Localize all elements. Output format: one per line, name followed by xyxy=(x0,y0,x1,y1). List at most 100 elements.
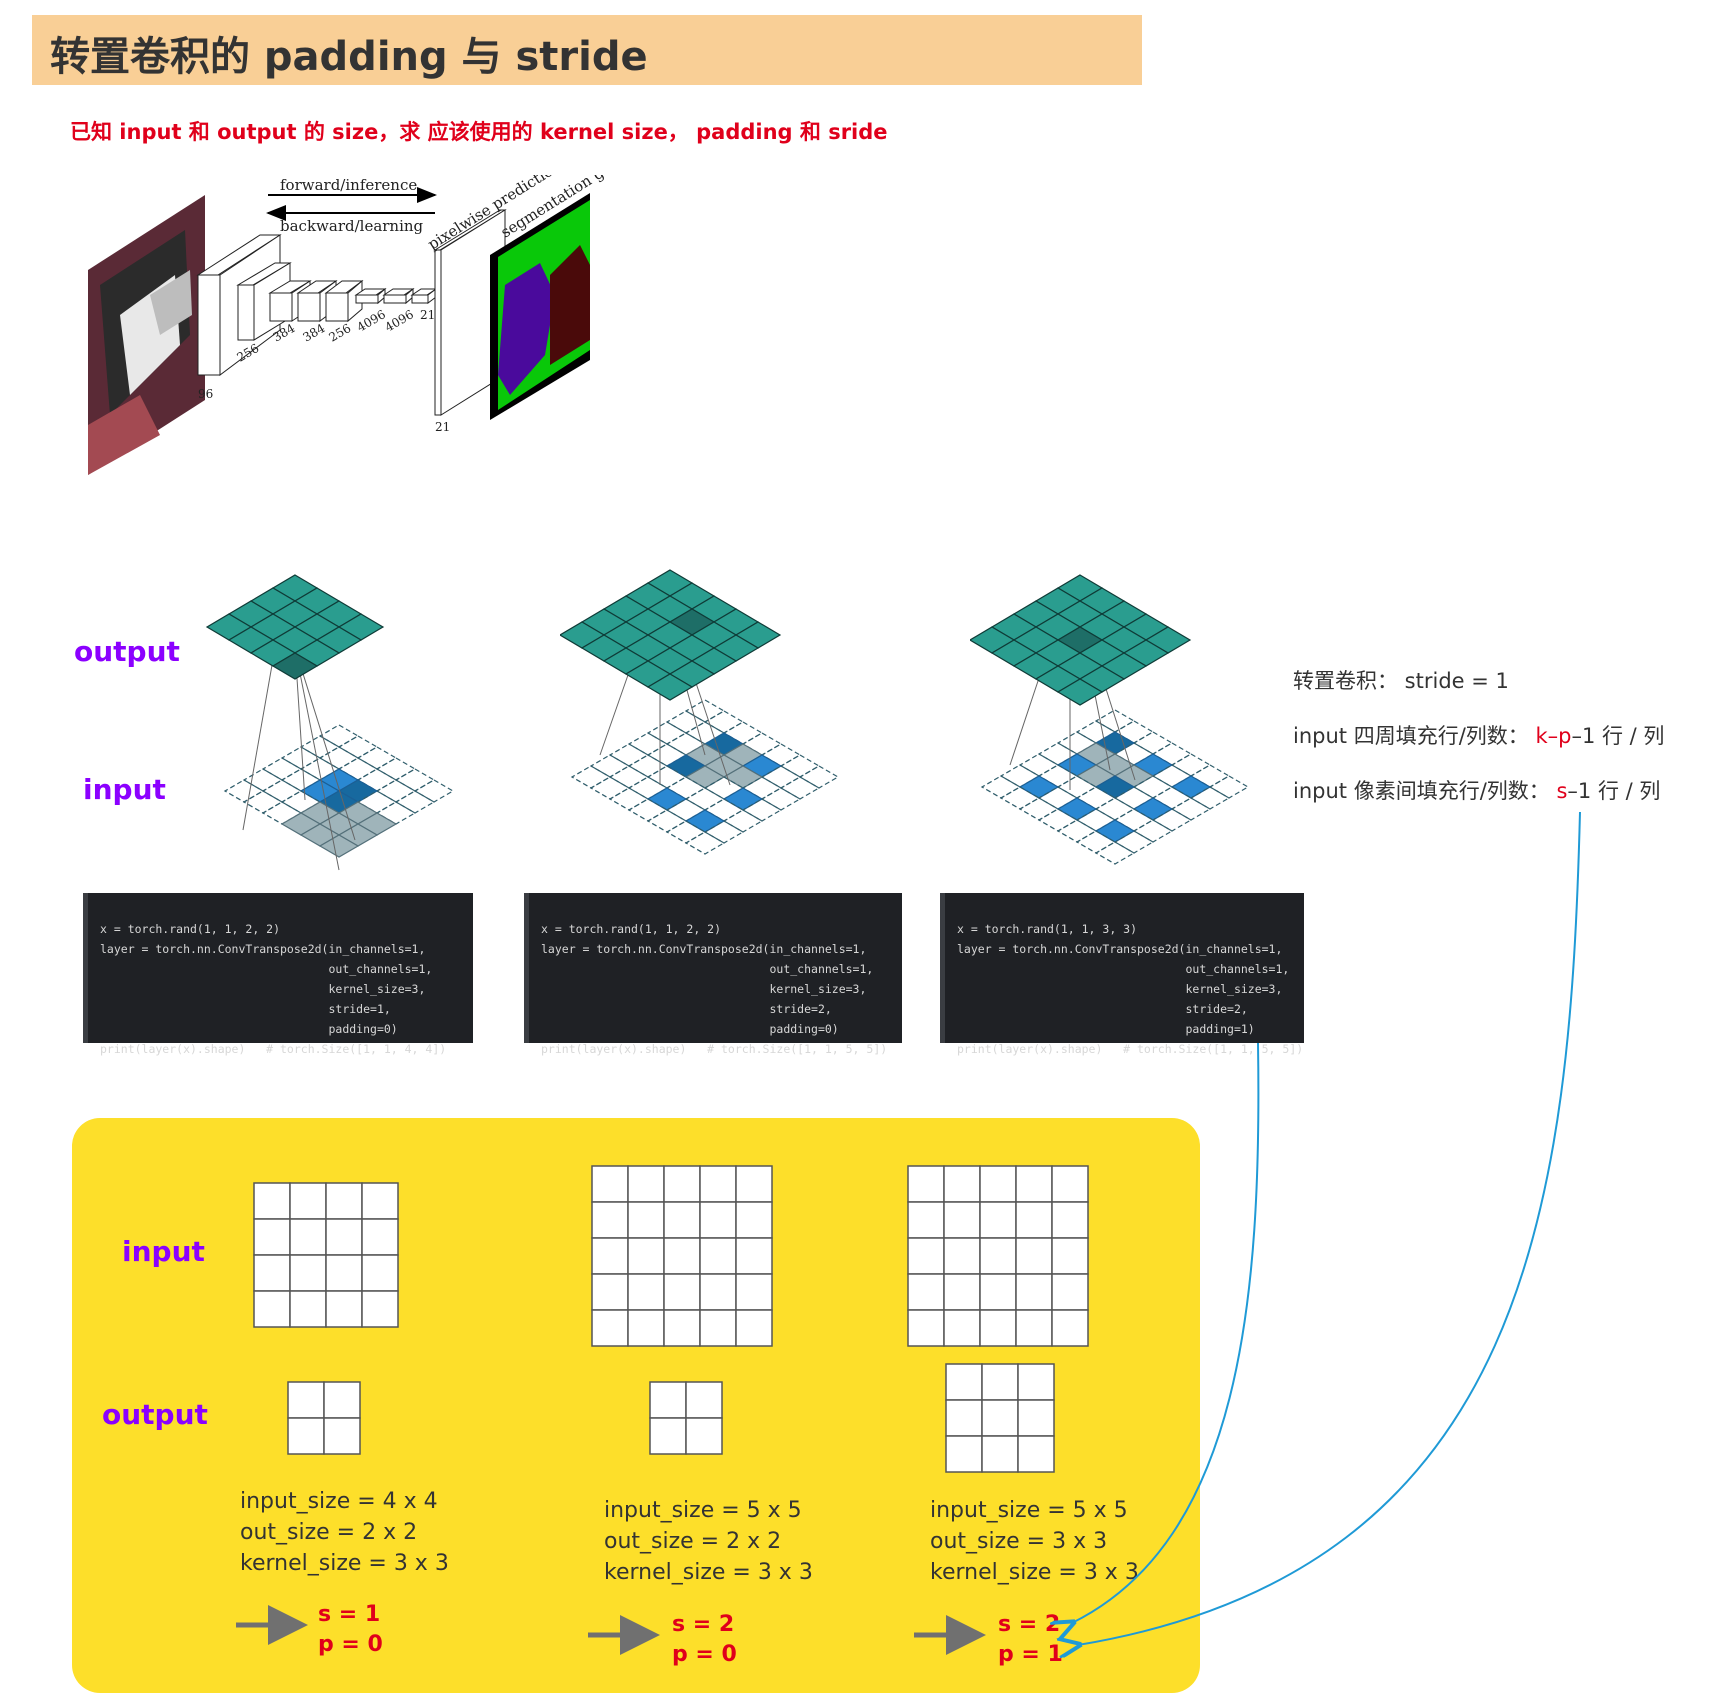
grid-cell xyxy=(943,1165,981,1203)
grid-cell xyxy=(943,1273,981,1311)
grid-cell xyxy=(287,1417,325,1455)
grid-cell xyxy=(627,1165,665,1203)
grid-cell xyxy=(663,1273,701,1311)
layer-label: 21 xyxy=(420,308,435,322)
code-line: stride=2, xyxy=(957,1002,1248,1016)
code-line: x = torch.rand(1, 1, 2, 2) xyxy=(100,922,281,936)
projection-line xyxy=(689,664,731,786)
input-cell xyxy=(1208,775,1250,799)
page-subtitle: 已知 input 和 output 的 size，求 应该使用的 kernel … xyxy=(70,120,888,144)
projection-line xyxy=(242,647,276,831)
grid-cell xyxy=(591,1309,629,1347)
grid-cell xyxy=(627,1273,665,1311)
grid-cell xyxy=(323,1417,361,1455)
input-cell xyxy=(684,831,726,855)
grid-cell xyxy=(361,1182,399,1220)
note-border-padding: input 四周填充行/列数： k–p–1 行 / 列 xyxy=(1293,724,1665,748)
code-line: layer = torch.nn.ConvTranspose2d(in_chan… xyxy=(541,942,867,956)
code-line: x = torch.rand(1, 1, 3, 3) xyxy=(957,922,1138,936)
output-label: output xyxy=(74,635,180,668)
projection-line xyxy=(294,647,340,871)
input-cell xyxy=(1151,808,1193,832)
grid-cell xyxy=(591,1237,629,1275)
code-panel-1: x = torch.rand(1, 1, 2, 2) layer = torch.… xyxy=(83,893,473,1056)
grid-cell xyxy=(649,1381,687,1419)
grid-cell xyxy=(1051,1273,1089,1311)
code-line: stride=1, xyxy=(100,1002,391,1016)
grid-cell xyxy=(253,1290,291,1328)
grid-cell xyxy=(361,1290,399,1328)
curved-arrow-padding xyxy=(1078,811,1581,1645)
code-line: out_channels=1, xyxy=(541,962,874,976)
code-line: layer = torch.nn.ConvTranspose2d(in_chan… xyxy=(100,942,426,956)
note-stride: 转置卷积： stride = 1 xyxy=(1293,669,1509,693)
grid-cell xyxy=(979,1309,1017,1347)
grid-cell xyxy=(685,1381,723,1419)
grid-cell xyxy=(1015,1201,1053,1239)
grid-cell xyxy=(981,1363,1019,1401)
grid-cell xyxy=(735,1309,773,1347)
code-line: kernel_size=3, xyxy=(541,982,867,996)
grid-cell xyxy=(981,1399,1019,1437)
code-line: kernel_size=3, xyxy=(100,982,426,996)
grid-cell xyxy=(735,1165,773,1203)
segmentation-gt xyxy=(490,193,590,420)
code-panel-3: x = torch.rand(1, 1, 3, 3) layer = torch.… xyxy=(940,893,1304,1056)
input-cell xyxy=(779,776,821,800)
summary-input-label: input xyxy=(122,1235,205,1268)
transposed-conv-diagram-3 xyxy=(970,574,1250,865)
grid-cell xyxy=(1017,1435,1055,1473)
grid-cell xyxy=(1051,1201,1089,1239)
input-cell xyxy=(703,820,745,844)
grid-cell xyxy=(907,1309,945,1347)
grid-cell xyxy=(1017,1363,1055,1401)
grid-cell xyxy=(663,1309,701,1347)
output-cell xyxy=(646,673,694,701)
code-line: layer = torch.nn.ConvTranspose2d(in_chan… xyxy=(957,942,1283,956)
code-line: print(layer(x).shape) # torch.Size([1, 1… xyxy=(100,1042,447,1056)
grid-cell xyxy=(907,1237,945,1275)
grid-cell xyxy=(627,1237,665,1275)
input-cell xyxy=(741,798,783,822)
input-cell xyxy=(1170,797,1212,821)
grid-cell xyxy=(253,1218,291,1256)
transposed-conv-diagram-1 xyxy=(205,574,455,871)
grid-cell xyxy=(943,1201,981,1239)
grid-cell xyxy=(627,1309,665,1347)
grid-cell xyxy=(699,1309,737,1347)
input-cell xyxy=(413,779,455,803)
note-interior-padding: input 像素间填充行/列数： s–1 行 / 列 xyxy=(1293,779,1661,803)
fcn-architecture-figure: forward/inference backward/learning pixe… xyxy=(88,175,620,475)
output-channels-label: 21 xyxy=(435,420,450,434)
grid-cell xyxy=(1015,1309,1053,1347)
transposed-conv-diagram-2 xyxy=(560,569,840,855)
input-cell xyxy=(1113,830,1155,854)
cat-photo xyxy=(88,195,205,475)
grid-cell xyxy=(325,1290,363,1328)
input-label: input xyxy=(83,773,166,806)
grid-cell xyxy=(1015,1165,1053,1203)
grid-cell xyxy=(323,1381,361,1419)
code-panel-2: x = torch.rand(1, 1, 2, 2)layer = torch.… xyxy=(524,893,902,1056)
grid-cell xyxy=(253,1182,291,1220)
code-line: stride=2, xyxy=(541,1002,832,1016)
input-cell xyxy=(394,790,436,814)
curved-arrow-stride xyxy=(1072,1042,1260,1623)
input-cell xyxy=(798,765,840,789)
forward-label: forward/inference xyxy=(280,176,417,194)
code-line: out_channels=1, xyxy=(100,962,433,976)
code-line: padding=0) xyxy=(100,1022,398,1036)
grid-cell xyxy=(685,1417,723,1455)
grid-cell xyxy=(663,1165,701,1203)
layer-label: 96 xyxy=(198,387,213,401)
input-cell xyxy=(318,834,360,858)
input-cell xyxy=(760,787,802,811)
grid-cell xyxy=(253,1254,291,1292)
code-line: padding=1) xyxy=(957,1022,1255,1036)
input-cell xyxy=(1132,819,1174,843)
